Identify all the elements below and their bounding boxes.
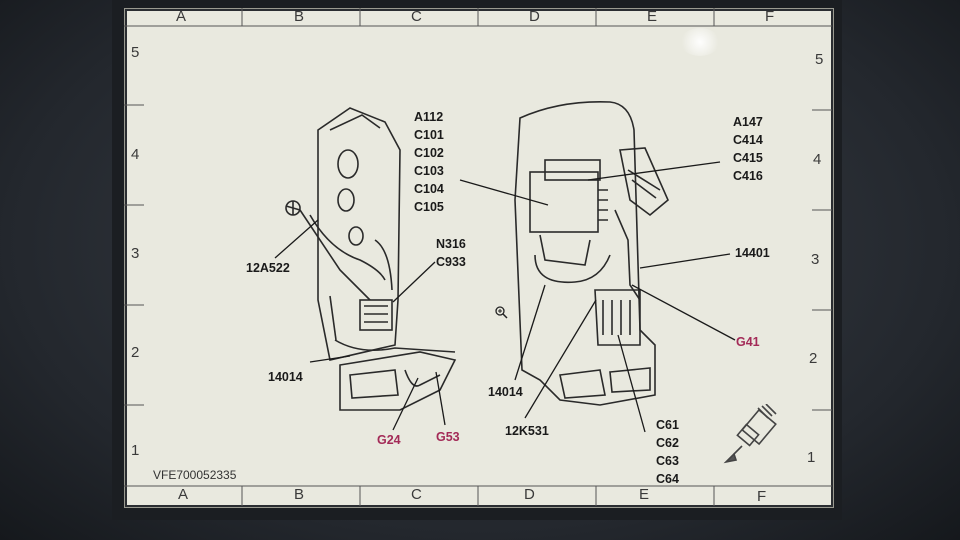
callout-a112[interactable]: A112 (414, 110, 444, 124)
callout-12k531[interactable]: 12K531 (505, 424, 549, 438)
callout-14014-right[interactable]: 14014 (488, 385, 523, 399)
callout-c61[interactable]: C61 (656, 418, 679, 432)
grid-row-5-left: 5 (131, 44, 140, 61)
callout-c64[interactable]: C64 (656, 472, 679, 486)
callout-c61-group[interactable]: C61 C62 C63 C64 (656, 416, 679, 488)
grid-col-b-bottom: B (294, 486, 305, 503)
grid-col-a-bottom: A (178, 486, 189, 503)
right-assembly (514, 101, 669, 406)
callout-c104[interactable]: C104 (414, 182, 444, 196)
grid-col-e-bottom: E (639, 486, 650, 503)
callout-a112-group[interactable]: A112 C101 C102 C103 C104 C105 (414, 108, 444, 216)
callout-a147[interactable]: A147 (733, 115, 763, 129)
callout-c414[interactable]: C414 (733, 133, 763, 147)
magnify-cursor-icon (495, 306, 508, 319)
grid-col-d-top: D (529, 8, 540, 25)
callout-c101[interactable]: C101 (414, 128, 444, 142)
grid-frame (124, 8, 832, 506)
grid-row-2-left: 2 (131, 344, 140, 361)
grid-col-f-top: F (765, 8, 775, 25)
diagram-sheet (124, 8, 834, 508)
grid-row-3-right: 3 (811, 251, 820, 268)
callout-a147-group[interactable]: A147 C414 C415 C416 (733, 113, 763, 185)
callout-c416[interactable]: C416 (733, 169, 763, 183)
leader-lines (274, 161, 736, 433)
grid-col-f-bottom: F (757, 488, 767, 505)
callout-c102[interactable]: C102 (414, 146, 444, 160)
callout-12a522[interactable]: 12A522 (246, 261, 290, 275)
grid-row-3-left: 3 (131, 245, 140, 262)
diagram-code: VFE700052335 (153, 468, 237, 482)
callout-n316-group[interactable]: N316 C933 (436, 235, 466, 271)
grid-col-d-bottom: D (524, 486, 535, 503)
ground-g41[interactable]: G41 (736, 335, 760, 349)
callout-14401[interactable]: 14401 (735, 246, 770, 260)
ground-g24[interactable]: G24 (377, 433, 401, 447)
callout-n316[interactable]: N316 (436, 237, 466, 251)
callout-c62[interactable]: C62 (656, 436, 679, 450)
grid-row-1-right: 1 (807, 449, 816, 466)
grid-row-4-left: 4 (131, 146, 140, 163)
callout-c63[interactable]: C63 (656, 454, 679, 468)
grid-row-4-right: 4 (813, 151, 822, 168)
grid-col-a-top: A (176, 8, 187, 25)
grid-col-c-bottom: C (411, 486, 422, 503)
grid-row-1-left: 1 (131, 442, 140, 459)
grid-col-e-top: E (647, 8, 658, 25)
grid-row-2-right: 2 (809, 350, 818, 367)
grid-col-c-top: C (411, 8, 422, 25)
callout-c415[interactable]: C415 (733, 151, 763, 165)
ground-g53[interactable]: G53 (436, 430, 460, 444)
callout-c103[interactable]: C103 (414, 164, 444, 178)
connector-icon[interactable] (722, 404, 786, 468)
callout-14014-left[interactable]: 14014 (268, 370, 303, 384)
grid-row-5-right: 5 (815, 51, 824, 68)
callout-c105[interactable]: C105 (414, 200, 444, 214)
callout-c933[interactable]: C933 (436, 255, 466, 269)
grid-col-b-top: B (294, 8, 305, 25)
